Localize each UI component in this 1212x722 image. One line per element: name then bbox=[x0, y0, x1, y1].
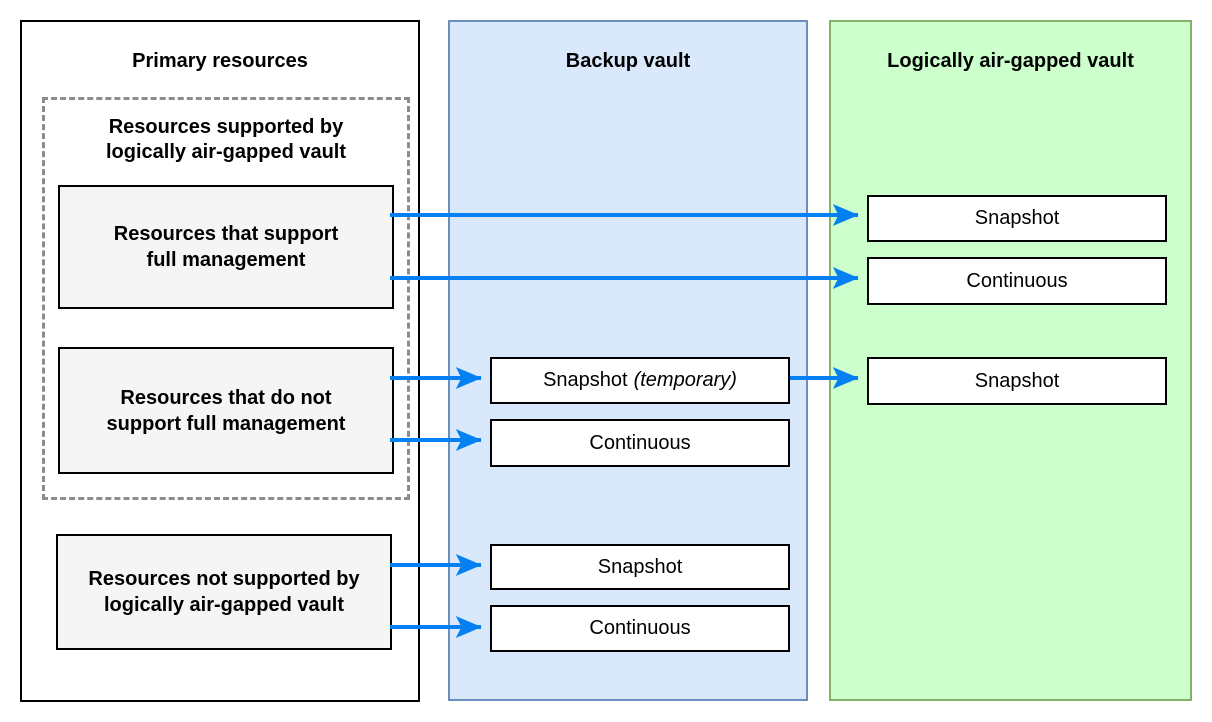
resources-full-management-line1: Resources that support bbox=[113, 223, 339, 245]
backup-continuous-bottom-box: Continuous bbox=[490, 605, 790, 652]
airgap-snapshot-full-label: Snapshot bbox=[974, 207, 1060, 229]
backup-continuous-top-label: Continuous bbox=[589, 431, 691, 454]
primary-resources-title: Primary resources bbox=[132, 50, 308, 72]
resources-partial-management-line1: Resources that do not bbox=[120, 386, 332, 409]
resources-unsupported-box: Resources not supported by logically air… bbox=[56, 534, 392, 650]
backup-continuous-top-box: Continuous bbox=[490, 419, 790, 467]
resources-partial-management-box: Resources that do not support full manag… bbox=[58, 347, 394, 474]
airgap-continuous-box: Continuous bbox=[867, 257, 1167, 305]
resources-full-management-line2: full management bbox=[146, 249, 306, 271]
supported-group-heading-line1: Resources supported by bbox=[108, 116, 344, 138]
backup-continuous-bottom-label: Continuous bbox=[589, 617, 691, 639]
airgap-snapshot-copied-box: Snapshot bbox=[867, 357, 1167, 405]
resources-unsupported-line2: logically air-gapped vault bbox=[103, 594, 345, 616]
airgap-snapshot-full-box: Snapshot bbox=[867, 195, 1167, 242]
resources-partial-management-line2: support full management bbox=[106, 412, 346, 435]
air-gapped-vault-panel: Logically air-gapped vault Snapshot Cont… bbox=[829, 20, 1192, 701]
backup-snapshot-temporary-box: Snapshot (temporary) bbox=[490, 357, 790, 404]
backup-vault-panel: Backup vault Snapshot (temporary) Contin… bbox=[448, 20, 808, 701]
backup-snapshot-temporary-label: Snapshot bbox=[543, 369, 628, 391]
backup-snapshot-label: Snapshot bbox=[597, 555, 683, 578]
backup-snapshot-box: Snapshot bbox=[490, 544, 790, 590]
supported-group-heading: Resources supported by logically air-gap… bbox=[45, 115, 407, 165]
air-gapped-vault-title: Logically air-gapped vault bbox=[887, 50, 1134, 72]
resources-unsupported-line1: Resources not supported by bbox=[88, 568, 360, 590]
supported-resources-group: Resources supported by logically air-gap… bbox=[42, 97, 410, 500]
airgap-continuous-label: Continuous bbox=[966, 269, 1068, 292]
backup-vault-title: Backup vault bbox=[565, 50, 691, 72]
resources-full-management-box: Resources that support full management bbox=[58, 185, 394, 309]
primary-resources-panel: Primary resources Resources supported by… bbox=[20, 20, 420, 702]
airgap-snapshot-copied-label: Snapshot bbox=[974, 369, 1060, 392]
supported-group-heading-line2: logically air-gapped vault bbox=[105, 141, 347, 163]
backup-snapshot-temporary-qualifier: (temporary) bbox=[633, 369, 737, 391]
